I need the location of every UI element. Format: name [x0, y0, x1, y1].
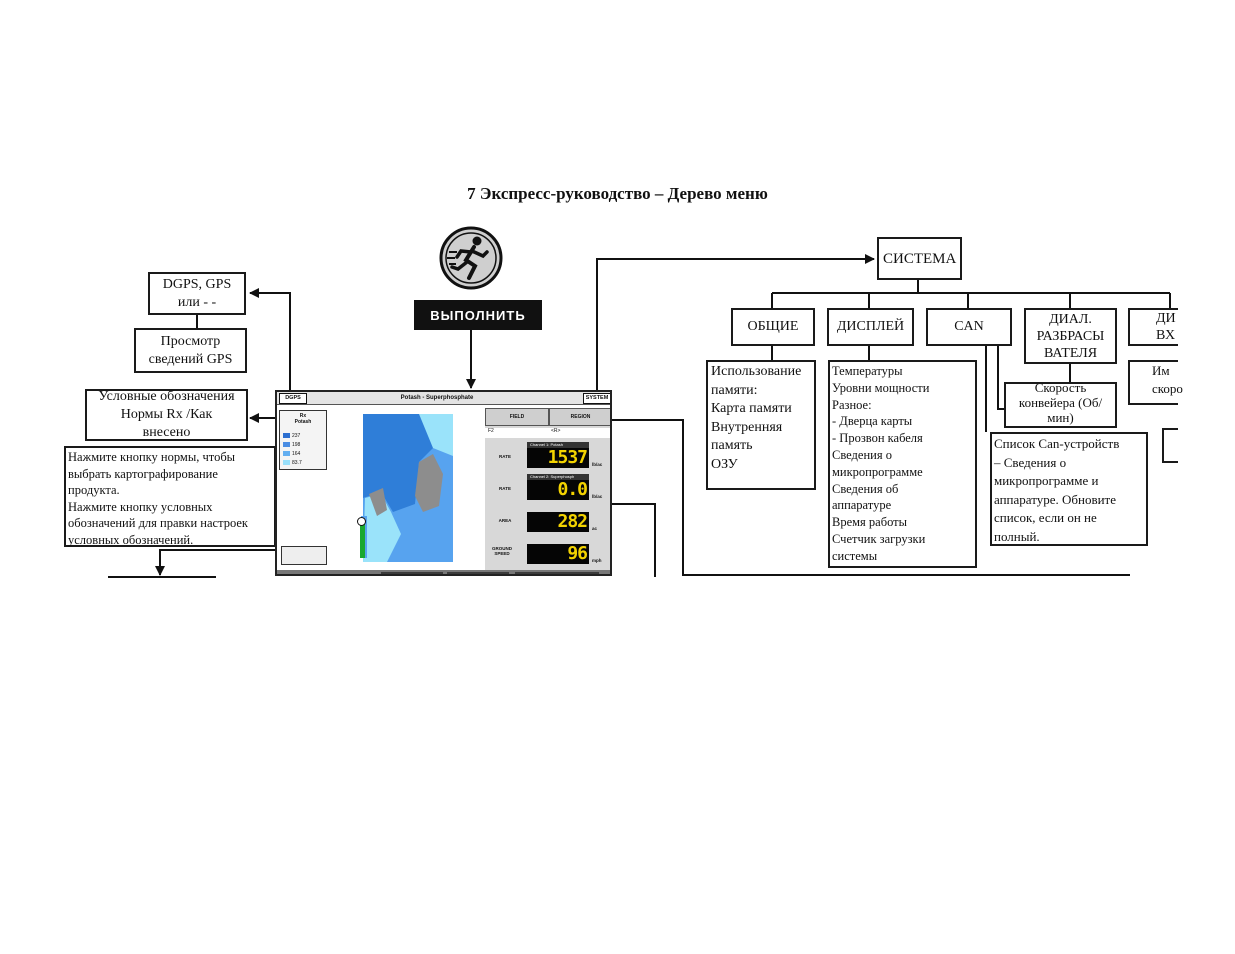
- screen-top-bar: DGPS Potash - Superphosphate SYSTEM: [277, 392, 610, 405]
- ground-speed-display[interactable]: 96: [527, 544, 589, 564]
- gps-info-box: Просмотр сведений GPS: [134, 328, 247, 373]
- tab-general[interactable]: ОБЩИЕ: [731, 308, 815, 346]
- guidance-bar: [360, 522, 365, 558]
- running-man-icon: [439, 226, 503, 290]
- legend-box: Условные обозначения Нормы Rx /Как внесе…: [85, 389, 248, 441]
- rate-2-display[interactable]: 0.0: [527, 480, 589, 500]
- legend-entry: 198: [283, 442, 300, 448]
- product-title: Potash - Superphosphate: [400, 395, 474, 401]
- screen-bottom-bar: [277, 570, 610, 574]
- bottom-button[interactable]: [381, 572, 443, 574]
- tab-display[interactable]: ДИСПЛЕЙ: [827, 308, 914, 346]
- run-label[interactable]: ВЫПОЛНИТЬ: [414, 300, 542, 330]
- tab-spreader[interactable]: ДИАЛ. РАЗБРАСЫ ВАТЕЛЯ: [1024, 308, 1117, 364]
- rate-hint-box: Нажмите кнопку нормы, чтобы выбрать карт…: [64, 446, 276, 547]
- data-panel: FIELD REGION F2 <R> RATE Channel 1: Pota…: [485, 408, 610, 574]
- legend-entry: 164: [283, 451, 300, 457]
- legend-toggle-button[interactable]: [281, 546, 327, 565]
- coverage-map: [363, 414, 453, 562]
- field-region-values: F2 <R>: [485, 428, 610, 438]
- conveyor-speed-box: Скорость конвейера (Об/ мин): [1004, 382, 1117, 428]
- legend-entry: 83.7: [283, 460, 302, 466]
- tab-field[interactable]: FIELD: [485, 408, 549, 426]
- gps-arrow: [249, 288, 291, 390]
- bottom-button[interactable]: [447, 572, 509, 574]
- legend-entry: 237: [283, 433, 300, 439]
- tab-inputs-partial[interactable]: ДИ ВХ: [1128, 308, 1178, 346]
- system-arrow: [596, 254, 875, 390]
- can-list-box: Список Can-устройств – Сведения о микроп…: [990, 432, 1148, 546]
- system-box[interactable]: СИСТЕМА: [877, 237, 962, 280]
- inputs-partial-items: Им скоро: [1128, 360, 1183, 405]
- gps-source-box: DGPS, GPS или - -: [148, 272, 246, 315]
- device-screen: DGPS Potash - Superphosphate SYSTEM Rx P…: [275, 390, 612, 576]
- display-items-box: Температуры Уровни мощности Разное: - Дв…: [828, 360, 977, 568]
- bottom-button[interactable]: [515, 572, 599, 574]
- tab-can[interactable]: CAN: [926, 308, 1012, 346]
- area-display[interactable]: 282: [527, 512, 589, 532]
- general-items-box: Использование памяти: Карта памяти Внутр…: [706, 360, 816, 490]
- dgps-button[interactable]: DGPS: [279, 393, 307, 404]
- vehicle-marker-icon: [357, 517, 366, 526]
- system-button[interactable]: SYSTEM: [583, 393, 610, 404]
- page-title: 7 Экспресс-руководство – Дерево меню: [467, 184, 768, 203]
- rate-1-display[interactable]: 1537: [527, 448, 589, 468]
- tab-region[interactable]: REGION: [549, 408, 610, 426]
- rate-legend-panel[interactable]: Rx Potash 237 198 164 83.7: [279, 410, 327, 470]
- partial-box-edge: [1162, 428, 1178, 463]
